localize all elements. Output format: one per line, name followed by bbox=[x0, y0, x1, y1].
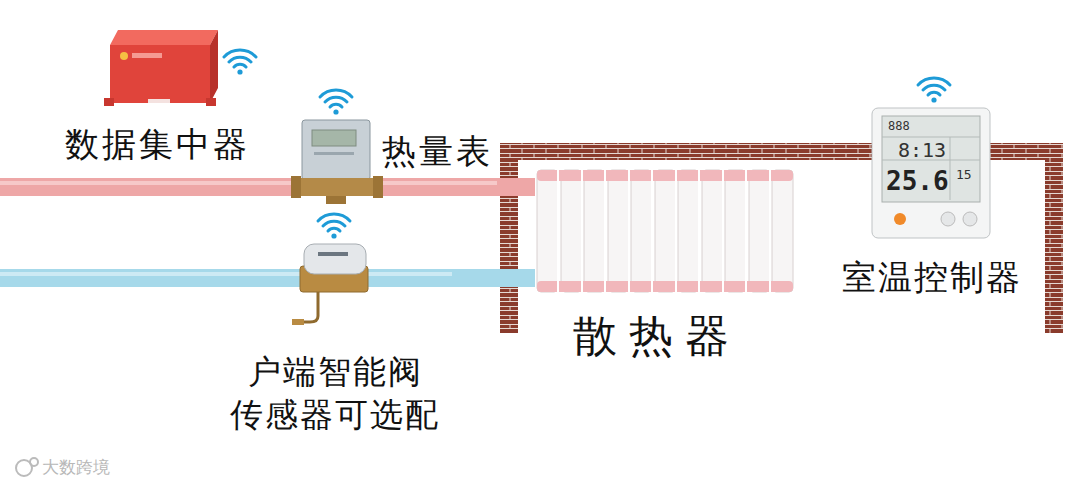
concentrator-device bbox=[104, 30, 218, 106]
wifi-icon bbox=[918, 78, 950, 103]
display-setpoint: 15 bbox=[956, 168, 972, 181]
radiator-node: 散热器 bbox=[535, 168, 797, 364]
wifi-icon bbox=[320, 90, 352, 115]
radiator-device bbox=[537, 170, 793, 292]
return-pipe bbox=[0, 269, 535, 287]
heat-meter-device bbox=[291, 120, 383, 204]
display-temperature: 25.6 bbox=[886, 168, 949, 194]
concentrator-node: 数据集中器 bbox=[60, 20, 254, 170]
heat-meter-node: 热量表 bbox=[296, 100, 497, 205]
node-label: 室温控制器 bbox=[842, 260, 1022, 294]
valve-device bbox=[292, 244, 368, 325]
display-time: 8:13 bbox=[898, 140, 946, 160]
node-label: 户端智能阀 传感器可选配 bbox=[222, 350, 448, 436]
wifi-icon bbox=[224, 50, 256, 75]
watermark-logo bbox=[16, 458, 38, 476]
thermostat-node: 室温控制器 bbox=[838, 104, 1028, 304]
valve-node: 户端智能阀 传感器可选配 bbox=[222, 232, 452, 444]
node-label: 热量表 bbox=[382, 134, 493, 168]
node-label: 数据集中器 bbox=[65, 127, 250, 161]
return-pipe bbox=[452, 269, 535, 287]
display-digits: 888 bbox=[888, 120, 910, 132]
node-label: 散热器 bbox=[573, 314, 741, 358]
supply-pipe bbox=[0, 178, 500, 196]
wifi-icon bbox=[318, 214, 350, 239]
watermark: 大数跨境 bbox=[42, 459, 110, 476]
supply-pipe bbox=[497, 178, 535, 196]
thermostat-device bbox=[872, 108, 990, 238]
